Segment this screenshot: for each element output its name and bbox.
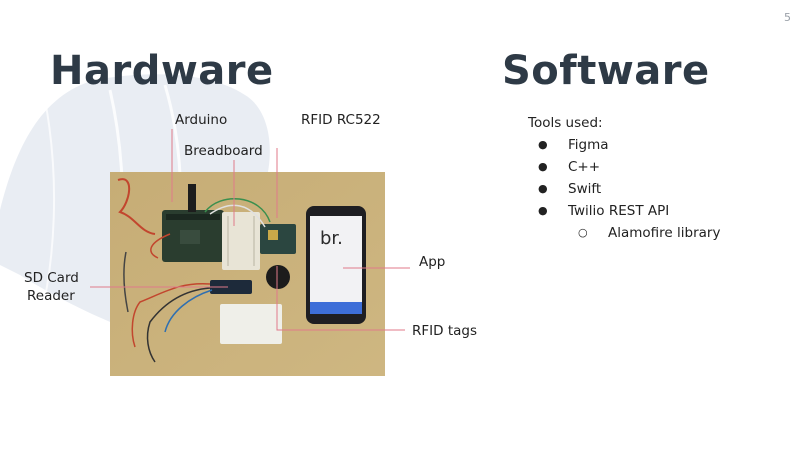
sub-tool-item: Alamofire library: [608, 225, 721, 241]
tool-item: Swift: [568, 181, 602, 197]
software-heading: Software: [502, 48, 710, 94]
rfid-reader-label: RFID RC522: [301, 112, 381, 128]
bullet-icon: ●: [538, 182, 548, 195]
bullet-icon: ●: [538, 138, 548, 151]
tool-item: C++: [568, 159, 601, 175]
hardware-photo: br.: [110, 172, 385, 376]
bullet-icon: ●: [538, 160, 548, 173]
sd-card-label-line2: Reader: [27, 288, 75, 304]
app-label: App: [419, 254, 446, 270]
arduino-label: Arduino: [175, 112, 228, 128]
hardware-heading: Hardware: [50, 48, 274, 94]
tools-used-label: Tools used:: [528, 115, 603, 131]
bullet-icon: ●: [538, 204, 548, 217]
page-number: 5: [784, 11, 791, 24]
phone-screen-text: br.: [320, 228, 343, 249]
tool-item: Twilio REST API: [568, 203, 670, 219]
tool-item: Figma: [568, 137, 609, 153]
sd-card-label-line1: SD Card: [24, 270, 79, 286]
rfid-tags-label: RFID tags: [412, 323, 477, 339]
breadboard-label: Breadboard: [184, 143, 263, 159]
hollow-bullet-icon: ○: [578, 226, 588, 239]
